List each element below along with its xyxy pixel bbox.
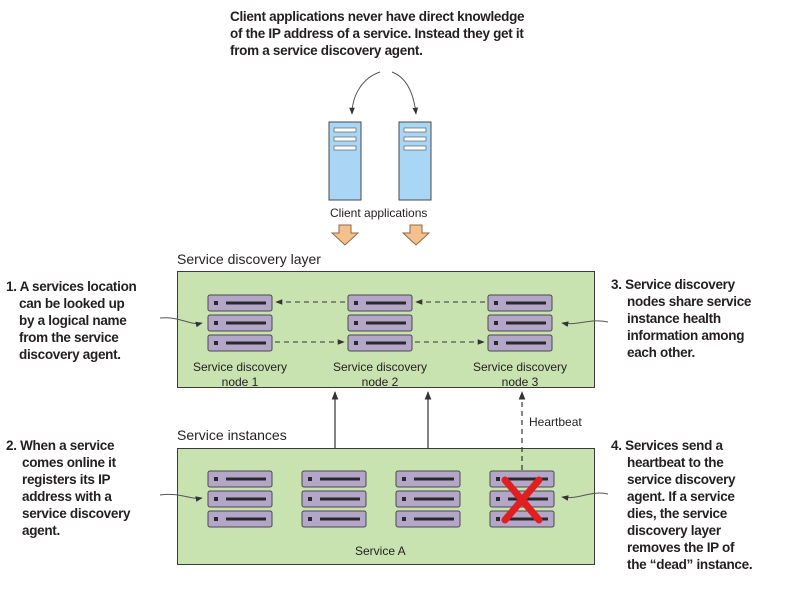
note-line: service discovery	[627, 472, 736, 487]
note-line: 1. A services location	[6, 279, 137, 294]
note-line: discovery agent.	[19, 347, 121, 362]
discovery-node-server-icon	[348, 295, 412, 351]
note-line: 4. Services send a	[611, 438, 723, 453]
note1-arrow	[159, 317, 203, 328]
note-line: by a logical name	[19, 313, 127, 328]
down-arrow-icon	[402, 224, 430, 246]
top-note-line: from a service discovery agent.	[230, 43, 423, 58]
note-line: agent.	[22, 523, 60, 538]
note3-arrow	[561, 320, 609, 327]
service-instance-server-icon	[302, 471, 366, 527]
down-arrow-icon	[331, 224, 359, 246]
note-line: the “dead” instance.	[627, 557, 753, 572]
client-server-icon	[398, 121, 432, 201]
note-3: 3. Service discovery nodes share service…	[611, 276, 751, 361]
note-line: service discovery	[22, 506, 131, 521]
client-server-icon	[328, 121, 362, 201]
note-line: address with a	[22, 489, 112, 504]
note-1: 1. A services location can be looked up …	[6, 278, 137, 363]
note4-arrow	[561, 492, 609, 501]
discovery-node-label: Service discovery node 1	[180, 360, 300, 390]
note-4: 4. Services send a heartbeat to the serv…	[611, 437, 753, 573]
note-line: comes online it	[22, 455, 116, 470]
client-applications-label: Client applications	[330, 206, 428, 220]
discovery-node-label-line: Service discovery	[192, 360, 288, 374]
note-line: removes the IP of	[627, 540, 735, 555]
note-line: heartbeat to the	[627, 455, 724, 470]
discovery-node-server-icon	[488, 295, 552, 351]
note-line: agent. If a service	[627, 489, 735, 504]
note-line: 3. Service discovery	[611, 277, 735, 292]
note-line: dies, the service	[627, 506, 727, 521]
discovery-layer-title: Service discovery layer	[177, 251, 321, 267]
note-line: from the service	[19, 330, 119, 345]
note-arrow-right	[391, 71, 419, 115]
note-line: 2. When a service	[6, 438, 115, 453]
note-line: can be looked up	[19, 296, 125, 311]
top-note: Client applications never have direct kn…	[230, 8, 525, 59]
discovery-node-label: Service discovery node 2	[320, 360, 440, 390]
heartbeat-label: Heartbeat	[529, 415, 582, 429]
note-line: instance health	[627, 311, 721, 326]
note-line: information among	[627, 328, 745, 343]
service-instance-server-icon	[396, 471, 460, 527]
service-a-label: Service A	[355, 544, 406, 558]
note-2: 2. When a service comes online it regist…	[6, 437, 131, 539]
discovery-node-label-line: Service discovery	[332, 360, 428, 374]
discovery-node-server-icon	[208, 295, 272, 351]
discovery-node-label: Service discovery node 3	[460, 360, 580, 390]
instances-layer-title: Service instances	[177, 427, 287, 443]
note-line: registers its IP	[22, 472, 111, 487]
top-note-line: of the IP address of a service. Instead …	[230, 26, 524, 41]
top-note-line: Client applications never have direct kn…	[230, 9, 525, 24]
dead-instance-x-icon	[501, 476, 543, 524]
discovery-node-label-line: node 3	[501, 375, 539, 389]
note2-arrow	[159, 493, 203, 502]
service-instance-server-icon	[208, 471, 272, 527]
note-line: discovery layer	[627, 523, 721, 538]
discovery-node-label-line: node 1	[221, 375, 259, 389]
note-line: each other.	[627, 345, 695, 360]
discovery-node-label-line: node 2	[361, 375, 399, 389]
discovery-node-label-line: Service discovery	[472, 360, 568, 374]
note-arrow-left	[349, 71, 381, 115]
note-line: nodes share service	[627, 294, 752, 309]
